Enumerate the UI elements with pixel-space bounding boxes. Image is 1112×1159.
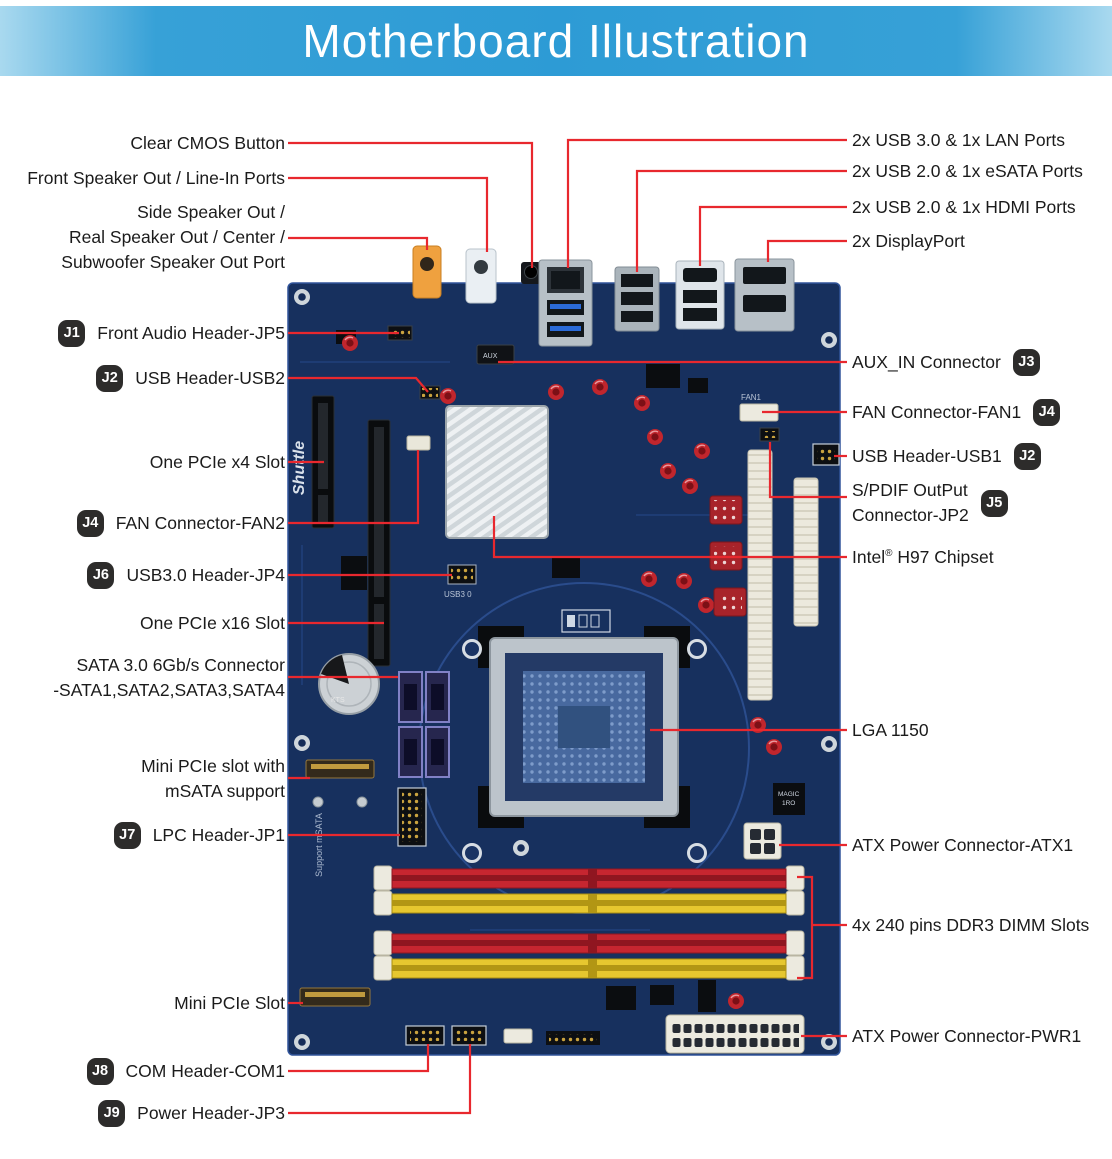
- line-displayport: [766, 239, 847, 262]
- label-intel-h97-chipset: Intel® H97 Chipset: [852, 546, 994, 567]
- label-usb3-lan-ports: 2x USB 3.0 & 1x LAN Ports: [852, 129, 1066, 150]
- label-clear-cmos-button: Clear CMOS Button: [130, 132, 285, 153]
- sata-connectors: [398, 671, 450, 778]
- registered-mark: ®: [885, 547, 893, 559]
- usb3-header-jp4: USB3 0: [444, 564, 477, 599]
- line-usb-header-usb2: [288, 376, 429, 393]
- label-lpc-header-jp1: J7 LPC Header-JP1: [113, 821, 285, 849]
- label-mini-pcie-slot: Mini PCIe Slot: [174, 992, 285, 1013]
- magic-silkscreen-1: MAGIC: [778, 791, 800, 798]
- white-fin-strip: [793, 477, 819, 627]
- label-aux-in-connector: AUX_IN Connector J3: [852, 348, 1040, 376]
- label-fan-connector-fan2: J4 FAN Connector-FAN2: [76, 509, 285, 537]
- title-banner: Motherboard Illustration: [0, 6, 1112, 76]
- label-mini-pcie-msata: Mini PCIe slot with mSATA support: [141, 756, 285, 801]
- badge-j9: J9: [98, 1099, 126, 1127]
- magic-silkscreen-2: 1RO: [782, 800, 795, 807]
- mini-pcie-slot: [299, 987, 371, 1007]
- label-pcie-x16-slot: One PCIe x16 Slot: [140, 612, 285, 633]
- label-sata-connectors: SATA 3.0 6Gb/s Connector -SATA1,SATA2,SA…: [53, 655, 285, 700]
- callout-lines: [288, 138, 847, 1115]
- badge-j4-left: J4: [76, 509, 104, 537]
- line-spdif-output-jp2: [768, 442, 847, 499]
- badge-j2-left: J2: [96, 364, 124, 392]
- aux-in-connector-part: AUX: [476, 344, 515, 365]
- label-pcie-x4-slot: One PCIe x4 Slot: [149, 451, 285, 472]
- badge-j6: J6: [87, 561, 115, 589]
- line-clear-cmos-button: [288, 141, 534, 268]
- front-panel-header: [546, 1031, 600, 1045]
- label-atx-power-atx1: ATX Power Connector-ATX1: [852, 834, 1074, 855]
- msata-silkscreen: Support mSATA: [314, 813, 324, 877]
- label-usb-header-usb1: USB Header-USB1 J2: [852, 442, 1041, 470]
- cmos-battery: KTS: [318, 653, 380, 715]
- audio-jack-front: [465, 248, 497, 304]
- rear-ports: [412, 245, 795, 347]
- magic-chip: MAGIC 1RO: [773, 783, 805, 815]
- line-intel-h97-chipset: [492, 516, 847, 559]
- displayport-stack: [734, 258, 795, 332]
- pcie-x16-slot: [367, 419, 391, 667]
- label-power-header-jp3: J9 Power Header-JP3: [98, 1099, 285, 1127]
- label-ddr3-dimm-slots: 4x 240 pins DDR3 DIMM Slots: [852, 914, 1090, 935]
- white-connector-strip: [747, 449, 773, 701]
- line-side-speaker-ports: [288, 236, 429, 250]
- line-front-speaker-line-in: [288, 176, 489, 252]
- label-usb-header-usb2: J2 USB Header-USB2: [96, 364, 285, 392]
- line-usb2-hdmi-ports: [698, 205, 847, 266]
- badge-j4-right: J4: [1033, 398, 1061, 426]
- label-lga-1150: LGA 1150: [852, 719, 929, 740]
- line-usb3-lan-ports: [566, 138, 847, 268]
- badge-j7: J7: [113, 821, 141, 849]
- dimm-slots: [373, 865, 805, 981]
- onboard-components: AUX MAGIC 1RO: [291, 325, 840, 1054]
- line-com-header-com1: [288, 1044, 430, 1073]
- badge-j8: J8: [86, 1057, 114, 1085]
- jp3-header: [451, 1025, 487, 1046]
- atx1-connector: [743, 822, 782, 860]
- usb2-hdmi-stack: [675, 260, 725, 330]
- badge-j1: J1: [58, 319, 86, 347]
- usb2-esata-stack: [614, 266, 660, 332]
- label-fan-connector-fan1: FAN Connector-FAN1 J4: [852, 398, 1061, 426]
- aux-silkscreen: AUX: [483, 353, 498, 360]
- line-power-header-jp3: [288, 1044, 472, 1115]
- label-usb2-esata-ports: 2x USB 2.0 & 1x eSATA Ports: [852, 160, 1083, 181]
- label-spdif-output-jp2: S/PDIF OutPut Connector-JP2 J5: [852, 478, 1008, 528]
- label-atx-power-pwr1: ATX Power Connector-PWR1: [852, 1025, 1082, 1046]
- label-front-speaker-line-in: Front Speaker Out / Line-In Ports: [27, 167, 285, 188]
- brand-silkscreen: Shuttle: [291, 441, 308, 495]
- line-ddr3-dimm-bracket: [797, 875, 814, 980]
- label-displayport: 2x DisplayPort: [852, 230, 965, 251]
- label-front-audio-header-jp5: J1 Front Audio Header-JP5: [58, 319, 285, 347]
- battery-silkscreen: KTS: [331, 697, 345, 704]
- badge-j2-right: J2: [1013, 442, 1041, 470]
- pwr1-connector: [665, 1014, 805, 1054]
- badge-j5: J5: [980, 489, 1008, 517]
- audio-jack-side: [412, 245, 442, 299]
- line-fan-connector-fan2: [288, 450, 420, 525]
- label-side-speaker-ports: Side Speaker Out / Real Speaker Out / Ce…: [61, 202, 285, 272]
- usb3-lan-stack: [538, 259, 593, 347]
- usb1-header: [812, 443, 840, 466]
- mini-pcie-msata: [305, 759, 375, 808]
- usb3-silkscreen: USB3 0: [444, 590, 472, 599]
- line-usb2-esata-ports: [635, 169, 847, 272]
- label-usb3-header-jp4: J6 USB3.0 Header-JP4: [87, 561, 285, 589]
- fan1-silkscreen: FAN1: [741, 393, 762, 402]
- cpu-socket-lga1150: [478, 626, 690, 828]
- badge-j3: J3: [1012, 348, 1040, 376]
- spdif-header: [759, 427, 780, 442]
- page-title: Motherboard Illustration: [302, 15, 810, 67]
- com-header: [405, 1025, 445, 1046]
- fan2-connector: [406, 435, 431, 451]
- label-com-header-com1: J8 COM Header-COM1: [86, 1057, 285, 1085]
- lpc-header: [397, 787, 427, 847]
- label-usb2-hdmi-ports: 2x USB 2.0 & 1x HDMI Ports: [852, 196, 1076, 217]
- chipset-heatsink: [445, 405, 549, 539]
